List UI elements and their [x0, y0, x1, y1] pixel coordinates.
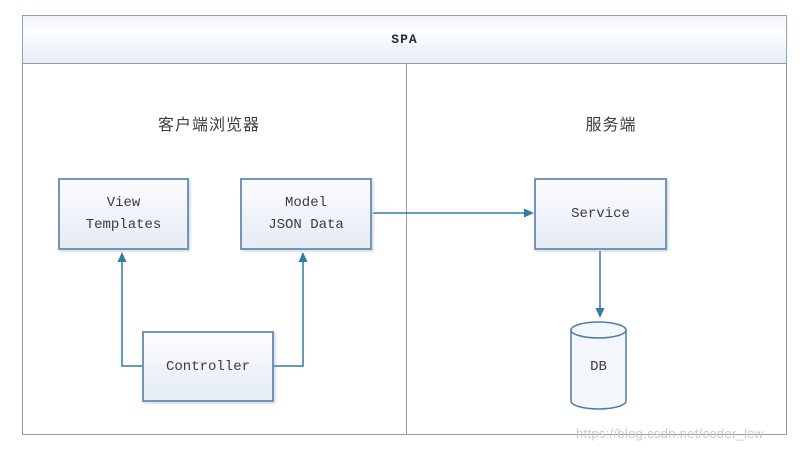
- section-divider-line: [406, 64, 407, 434]
- node-model-json-data: Model JSON Data: [240, 178, 372, 250]
- watermark-url: https://blog.csdn.net/coder_lcw: [576, 426, 764, 441]
- db-cylinder-icon: [570, 321, 627, 410]
- diagram-title-bar: SPA: [22, 15, 787, 64]
- node-view-templates-label-line1: View: [106, 195, 141, 211]
- node-view-templates: View Templates: [58, 178, 189, 250]
- node-controller: Controller: [142, 331, 274, 402]
- node-db-label: DB: [590, 359, 607, 375]
- section-label-server-side: 服务端: [585, 117, 637, 134]
- diagram-title: SPA: [391, 32, 418, 47]
- node-service-label: Service: [571, 206, 630, 222]
- node-service: Service: [534, 178, 667, 250]
- section-label-client-browser: 客户端浏览器: [157, 117, 260, 134]
- node-model-label-line2: JSON Data: [268, 217, 344, 233]
- node-model-label-line1: Model: [284, 195, 327, 211]
- node-db: DB: [570, 321, 627, 411]
- node-controller-label: Controller: [165, 358, 250, 375]
- node-view-templates-label-line2: Templates: [85, 217, 162, 233]
